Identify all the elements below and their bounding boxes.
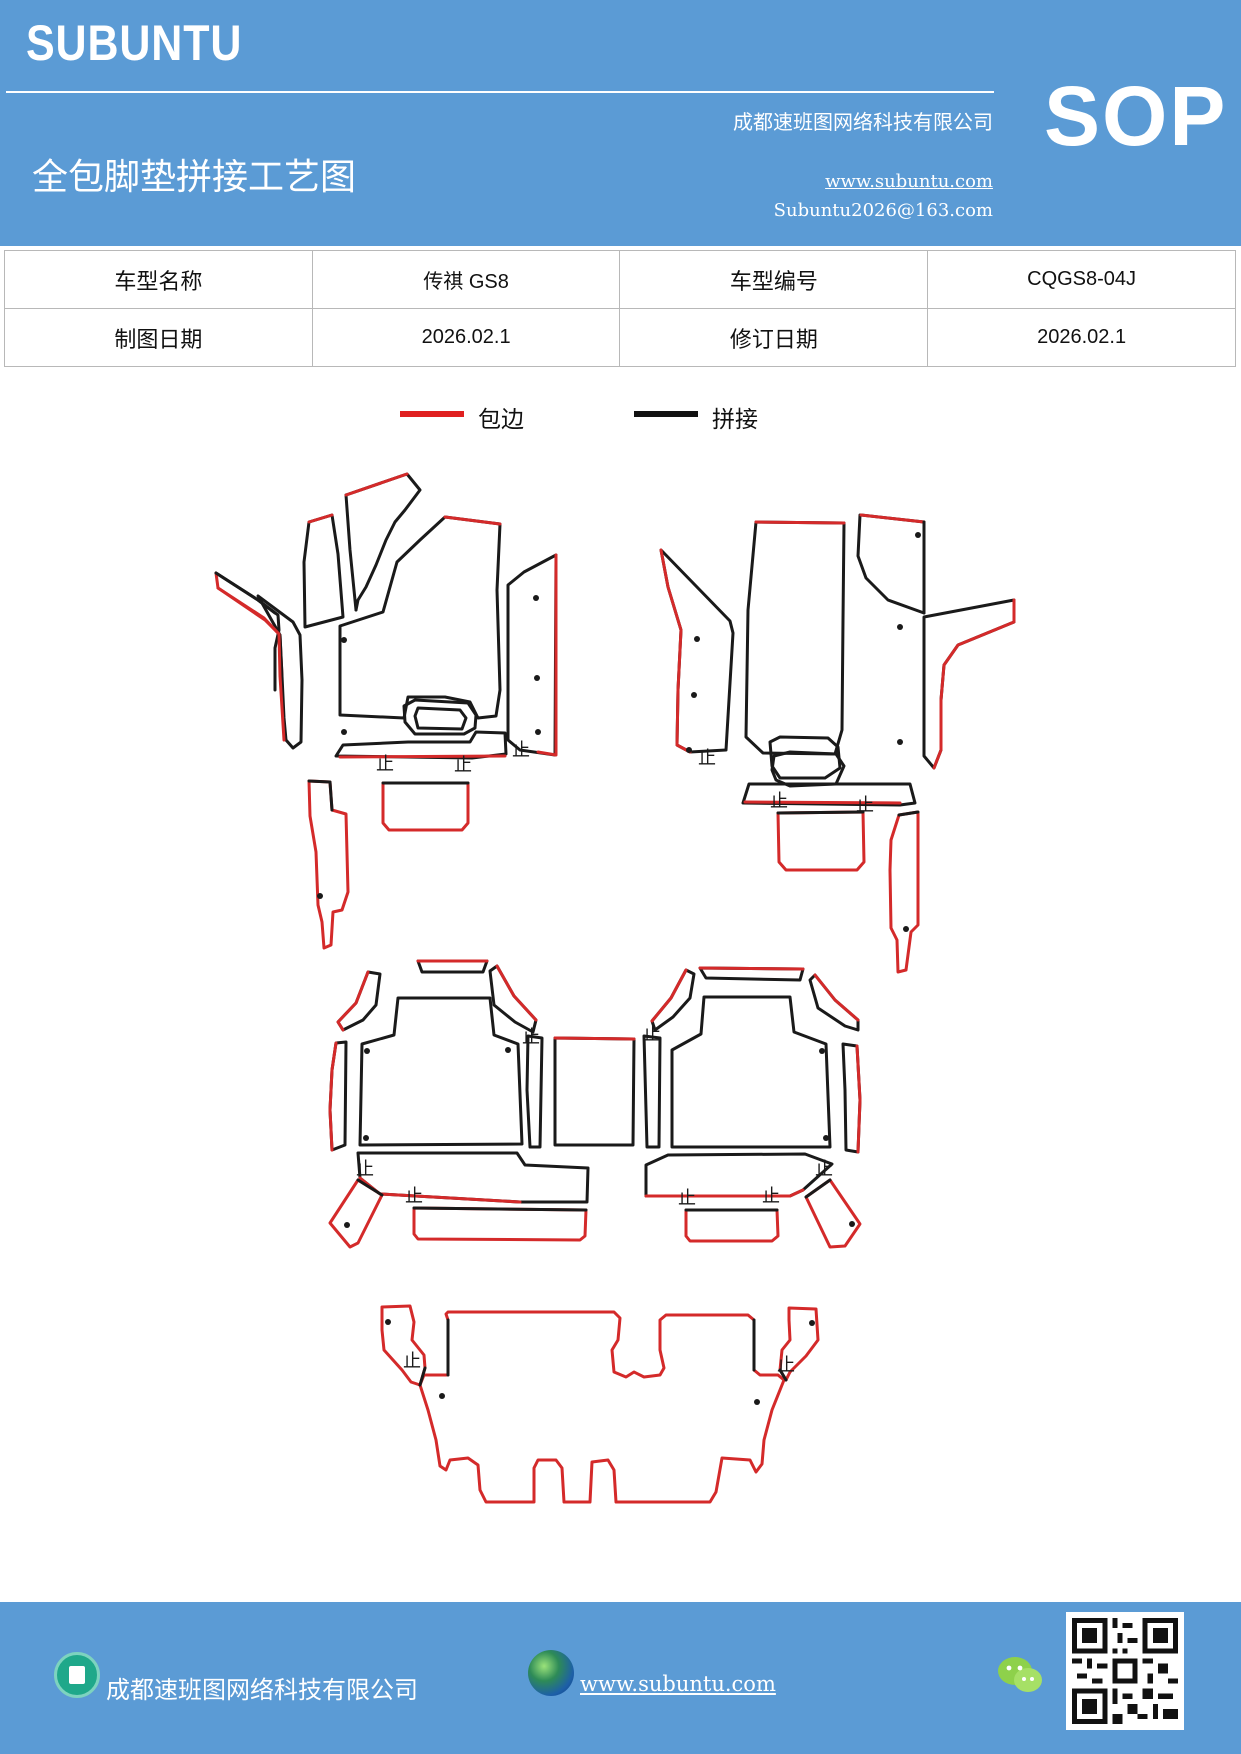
footer-website-link[interactable]: www.subuntu.com bbox=[580, 1672, 776, 1696]
stop-mark: 止 bbox=[678, 1188, 696, 1209]
model-code-value: CQGS8-04J bbox=[927, 250, 1236, 309]
fastener-dots bbox=[317, 532, 921, 1405]
footer-banner: 成都速班图网络科技有限公司 www.subuntu.com bbox=[0, 1602, 1241, 1754]
third-row-mat-group bbox=[380, 1304, 820, 1504]
stop-mark: 止 bbox=[522, 1027, 540, 1048]
legend-red-line bbox=[400, 411, 464, 417]
model-name-value: 传祺 GS8 bbox=[311, 250, 621, 309]
stop-mark: 止 bbox=[454, 755, 472, 776]
stop-mark: 止 bbox=[770, 791, 788, 812]
draw-date-value: 2026.02.1 bbox=[311, 308, 621, 367]
stop-mark: 止 bbox=[777, 1355, 795, 1376]
qr-code bbox=[1066, 1612, 1184, 1730]
floor-mat-diagram: 止 止 止 止 止 止 止 止 止 止 止 止 止 止 止 bbox=[0, 450, 1241, 1530]
sop-label: SOP bbox=[1044, 69, 1228, 163]
header-email[interactable]: Subuntu2026@163.com bbox=[773, 200, 993, 221]
globe-icon bbox=[528, 1650, 574, 1696]
stop-mark: 止 bbox=[815, 1159, 833, 1180]
stop-mark: 止 bbox=[856, 795, 874, 816]
driver-mat-group bbox=[214, 472, 558, 950]
second-row-mat-group bbox=[328, 959, 862, 1249]
info-table: 车型名称 传祺 GS8 车型编号 CQGS8-04J 制图日期 2026.02.… bbox=[4, 250, 1236, 367]
stop-mark: 止 bbox=[512, 740, 530, 761]
revise-date-label: 修订日期 bbox=[619, 308, 929, 367]
header-divider bbox=[6, 91, 994, 93]
legend-seam-label: 拼接 bbox=[712, 407, 758, 433]
table-row: 车型名称 传祺 GS8 车型编号 CQGS8-04J bbox=[4, 250, 1236, 309]
stop-mark: 止 bbox=[376, 754, 394, 775]
passenger-mat-group bbox=[659, 513, 1016, 974]
stop-mark: 止 bbox=[403, 1351, 421, 1372]
legend-edge-label: 包边 bbox=[478, 407, 524, 433]
stop-mark: 止 bbox=[643, 1024, 661, 1045]
header-company-name: 成都速班图网络科技有限公司 bbox=[733, 110, 993, 134]
building-icon bbox=[54, 1652, 100, 1698]
stop-mark: 止 bbox=[356, 1159, 374, 1180]
draw-date-label: 制图日期 bbox=[4, 308, 313, 367]
wechat-icon[interactable] bbox=[996, 1654, 1044, 1696]
document-title: 全包脚垫拼接工艺图 bbox=[32, 157, 357, 198]
table-row: 制图日期 2026.02.1 修订日期 2026.02.1 bbox=[4, 308, 1236, 367]
header-banner: SUBUNTU SOP 成都速班图网络科技有限公司 全包脚垫拼接工艺图 www.… bbox=[0, 0, 1241, 246]
model-code-label: 车型编号 bbox=[619, 250, 929, 309]
footer-company-name: 成都速班图网络科技有限公司 bbox=[106, 1676, 418, 1704]
model-name-label: 车型名称 bbox=[4, 250, 313, 309]
stop-mark: 止 bbox=[405, 1186, 423, 1207]
stop-marks: 止 止 止 止 止 止 止 止 止 止 止 止 止 止 止 bbox=[356, 740, 874, 1376]
stop-mark: 止 bbox=[698, 748, 716, 769]
header-website-link[interactable]: www.subuntu.com bbox=[825, 171, 993, 192]
stop-mark: 止 bbox=[762, 1186, 780, 1207]
revise-date-value: 2026.02.1 bbox=[927, 308, 1236, 367]
brand-logo: SUBUNTU bbox=[26, 15, 243, 71]
legend-black-line bbox=[634, 411, 698, 417]
